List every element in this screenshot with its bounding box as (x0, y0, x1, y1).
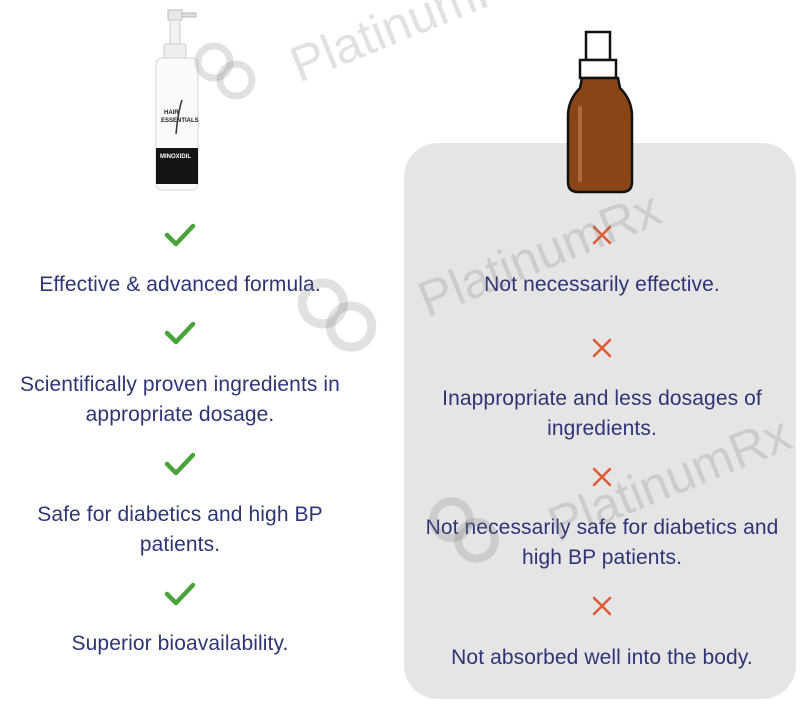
check-icon (164, 223, 196, 247)
product-brand-line2: ESSENTIALS (161, 118, 199, 124)
right-item-4-text: Not absorbed well into the body. (451, 646, 753, 669)
check-icon (164, 582, 196, 606)
check-icon (164, 452, 196, 476)
spray-bottle-icon (155, 9, 199, 191)
left-item-3-text: Safe for diabetics and high BP patients. (37, 503, 323, 556)
brown-bottle-icon (566, 30, 634, 194)
cross-icon (592, 596, 612, 616)
product-name-label: MINOXIDIL (160, 154, 191, 160)
product-brand-line1: HAIR (164, 110, 179, 116)
right-item-3-text: Not necessarily safe for diabetics and h… (425, 516, 779, 569)
right-item-1-text: Not necessarily effective. (484, 273, 720, 296)
left-item-2-text: Scientifically proven ingredients in app… (20, 373, 340, 426)
left-item-4-text: Superior bioavailability. (71, 632, 289, 655)
cross-icon (592, 338, 612, 358)
cross-icon (592, 467, 612, 487)
right-item-2-text: Inappropriate and less dosages of ingred… (442, 387, 762, 440)
right-column: Not necessarily effective. Inappropriate… (404, 0, 800, 709)
product-image-hair-essentials: HAIR ESSENTIALS MINOXIDIL (150, 8, 206, 192)
check-icon (164, 321, 196, 345)
generic-bottle-image (566, 30, 634, 196)
left-item-1-text: Effective & advanced formula. (39, 273, 321, 296)
left-column: Effective & advanced formula. Scientific… (0, 0, 360, 709)
cross-icon (592, 225, 612, 245)
